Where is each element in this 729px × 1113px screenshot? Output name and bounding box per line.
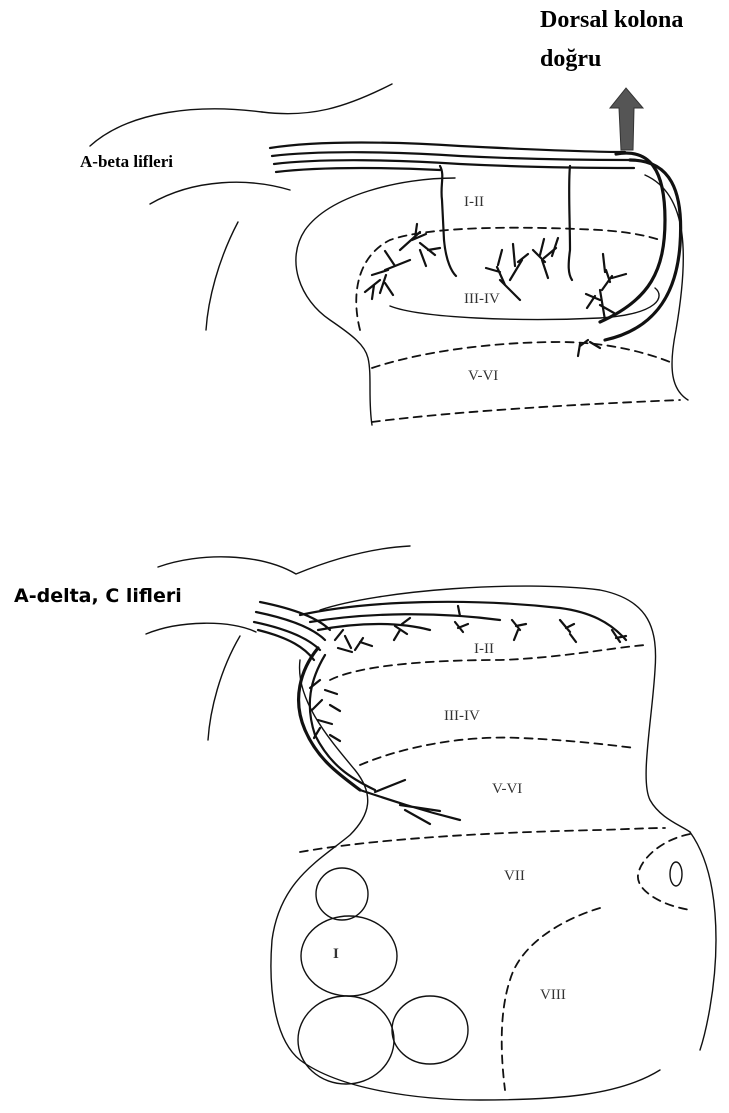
top-outer-arc [90,109,262,146]
top-panel: Dorsal kolona doğru A-beta lifleri [80,7,688,425]
bottom-cord-left [271,660,660,1100]
top-lamina-v-vi: V-VI [468,368,498,384]
motor-pool-1 [316,868,368,920]
collateral-2 [569,166,572,280]
top-lamina-iii-iv: III-IV [464,291,500,307]
bottom-lamina-vii: VII [504,868,525,884]
top-arbor-left [365,224,440,299]
central-canal [670,862,682,886]
a-delta-c-fibers-label: A-delta, C lifleri [14,585,182,607]
top-horn-right-outline [645,175,688,400]
collateral-1 [440,166,456,276]
c-fiber-bundle-2 [256,612,325,640]
bottom-lamina-i-motor: I [333,946,339,962]
top-arbor-right [578,254,626,356]
motor-pool-3 [298,996,394,1084]
c-fiber-descending [299,648,360,790]
bottom-lamina-viii: VIII [540,987,566,1003]
dorsal-column-label-line2: doğru [540,46,601,72]
bottom-inner-arc [146,623,256,634]
top-lamina-iii-iv-boundary [390,288,659,320]
top-dashed-3 [372,400,680,422]
dorsal-column-label-line1: Dorsal kolona [540,7,683,33]
bottom-lamina-iii-iv: III-IV [444,708,480,724]
bottom-lamina-i-ii: I-II [474,641,494,657]
top-outer-arc-2 [262,84,392,114]
c-fiber-bundle-3 [254,622,320,650]
motor-pool-2 [301,916,397,996]
a-beta-fiber-4 [276,168,440,172]
c-fiber-lateral-3 [318,624,430,630]
a-beta-fiber-2 [272,152,630,160]
a-beta-fibers-label: A-beta lifleri [80,152,173,171]
top-dorsal-horn-outline [296,178,455,425]
a-beta-ascending-1 [600,153,665,322]
c-fiber-lateral-1 [300,602,626,640]
top-left-arc [206,222,238,330]
bottom-lamina-v-vi: V-VI [492,781,522,797]
motor-pool-4 [392,996,468,1064]
top-inner-arc [150,182,290,204]
bottom-panel: A-delta, C lifleri [14,546,716,1100]
bottom-dashed-3 [300,828,665,852]
c-fiber-bundle-4 [258,630,314,660]
top-dashed-2 [372,342,670,368]
c-fiber-deep [360,780,460,824]
bottom-cord-right [690,832,716,1050]
bottom-outer-arc [158,546,410,574]
top-lamina-i-ii: I-II [464,194,484,210]
bottom-left-arc [208,636,240,740]
a-beta-fiber-1 [270,143,625,153]
a-beta-fiber-3 [274,160,634,168]
dorsal-column-arrow [610,88,643,150]
bottom-dashed-2 [360,738,635,765]
